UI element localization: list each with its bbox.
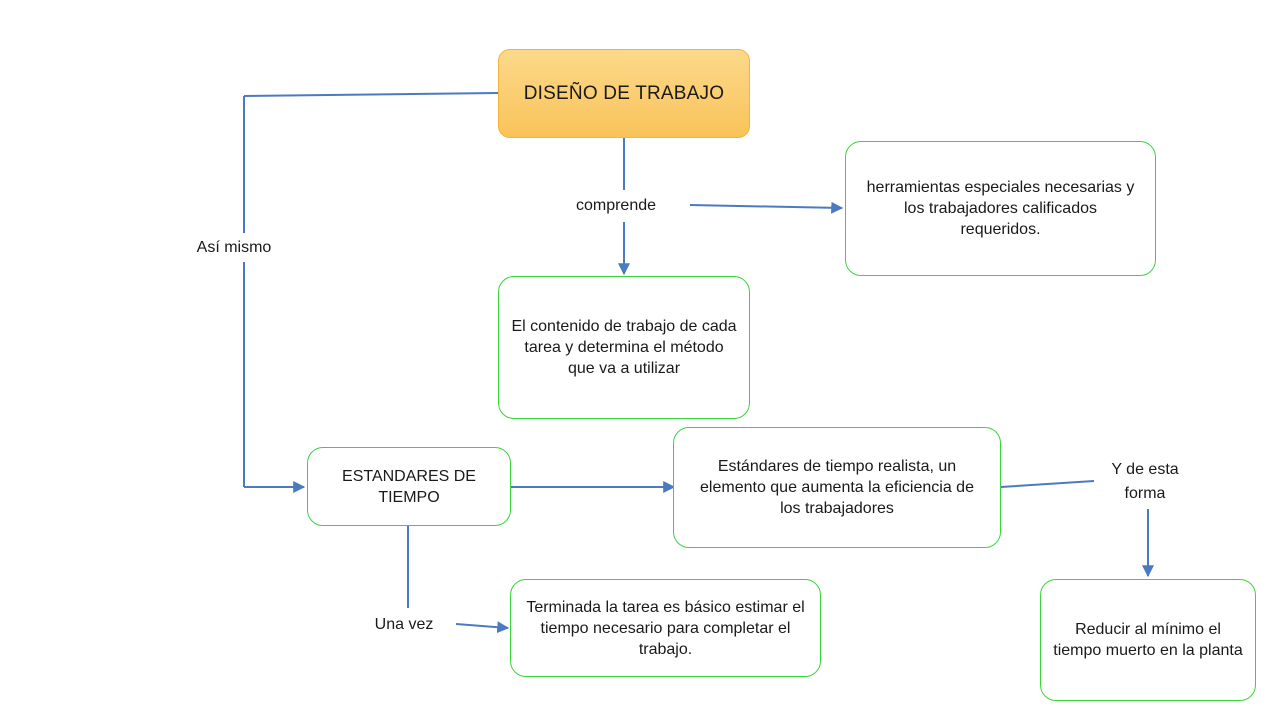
node-terminada-la-tarea-text: Terminada la tarea es básico estimar el … bbox=[526, 598, 805, 658]
node-estandares-de-tiempo: ESTANDARES DE TIEMPO bbox=[307, 447, 511, 526]
connector-label-una-vez: Una vez bbox=[362, 612, 446, 638]
node-herramientas: herramientas especiales necesarias y los… bbox=[845, 141, 1156, 276]
connector-label-y-de-esta-forma: Y de esta forma bbox=[1098, 458, 1192, 506]
node-contenido-text: El contenido de trabajo de cada tarea y … bbox=[511, 318, 737, 377]
node-estandares-realista-text: Estándares de tiempo realista, un elemen… bbox=[700, 458, 974, 517]
node-diseno-de-trabajo: DISEÑO DE TRABAJO bbox=[498, 49, 750, 138]
node-terminada-la-tarea: Terminada la tarea es básico estimar el … bbox=[510, 579, 821, 677]
node-reducir: Reducir al mínimo el tiempo muerto en la… bbox=[1040, 579, 1256, 701]
connector-label-comprende: comprende bbox=[560, 193, 672, 219]
node-contenido: El contenido de trabajo de cada tarea y … bbox=[498, 276, 750, 419]
arrow-una-vez-to-terminada bbox=[455, 621, 510, 634]
node-estandares-realista: Estándares de tiempo realista, un elemen… bbox=[673, 427, 1001, 548]
connector-label-asi-mismo: Así mismo bbox=[183, 235, 285, 261]
line-realista-to-forma bbox=[1000, 480, 1095, 488]
node-diseno-de-trabajo-text: DISEÑO DE TRABAJO bbox=[523, 83, 725, 104]
node-reducir-text: Reducir al mínimo el tiempo muerto en la… bbox=[1053, 621, 1243, 659]
node-herramientas-text: herramientas especiales necesarias y los… bbox=[866, 179, 1135, 238]
arrow-comprende-to-herramientas bbox=[689, 201, 844, 214]
node-estandares-de-tiempo-text: ESTANDARES DE TIEMPO bbox=[342, 467, 476, 506]
line-main-to-left bbox=[243, 92, 499, 97]
